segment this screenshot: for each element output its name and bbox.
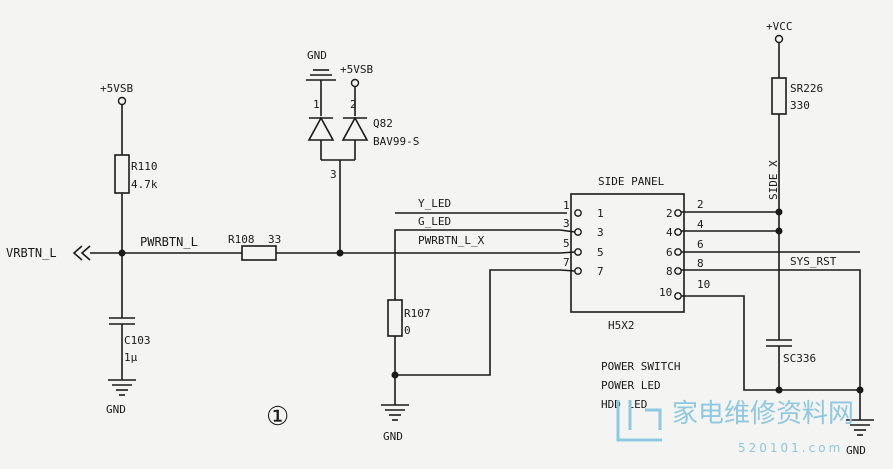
capacitor-c103: C103 1μ — [109, 317, 151, 380]
sr226-value: 330 — [790, 99, 810, 112]
pin-out-6: 6 — [697, 238, 704, 251]
r110-ref: R110 — [131, 160, 158, 173]
capacitor-sc336: SC336 — [766, 339, 816, 390]
junction-gnd-1 — [775, 386, 783, 394]
sys-rst-label: SYS_RST — [790, 255, 837, 268]
watermark-url: 520101.com — [738, 441, 843, 455]
ground-left: GND — [106, 379, 136, 416]
legend-hdd-led: HDD LED — [601, 398, 647, 411]
pin-out-8: 8 — [697, 257, 704, 270]
pin-in-10: 10 — [659, 286, 672, 299]
resistor-r107: R107 0 — [387, 299, 431, 405]
sr226-ref: SR226 — [790, 82, 823, 95]
g-led-wire — [394, 229, 560, 300]
vsb-left-source: +5VSB — [100, 82, 133, 155]
resistor-r110: R110 4.7k — [114, 154, 158, 194]
gnd-top-label: GND — [307, 49, 327, 62]
pin-out-1: 1 — [563, 199, 570, 212]
side-x-label: SIDE X — [767, 160, 780, 200]
r107-value: 0 — [404, 324, 411, 337]
q82-pin1: 1 — [313, 98, 320, 111]
watermark-text: 家电维修资料网 — [672, 399, 854, 429]
pin7-wire — [395, 269, 560, 376]
q82-pin3: 3 — [330, 168, 337, 181]
junction-pin4 — [775, 227, 783, 235]
c103-ref: C103 — [124, 334, 151, 347]
ground-right: GND — [846, 419, 874, 457]
pin-in-8: 8 — [666, 265, 673, 278]
junction-pin2 — [775, 208, 783, 216]
pin-out-10: 10 — [697, 278, 710, 291]
vrbtn-label: VRBTN_L — [6, 246, 57, 260]
q82-ref: Q82 — [373, 117, 393, 130]
q82-value: BAV99-S — [373, 135, 419, 148]
resistor-sr226: SR226 330 — [771, 77, 823, 115]
pin10-wire — [681, 295, 860, 391]
pin-out-3: 3 — [563, 217, 570, 230]
r107-ref: R107 — [404, 307, 431, 320]
pin-in-2: 2 — [666, 207, 673, 220]
pin-out-7: 7 — [563, 256, 570, 269]
pin-in-3: 3 — [597, 226, 604, 239]
figure-number: ① — [266, 402, 289, 432]
watermark: 家电维修资料网 520101.com — [616, 399, 854, 455]
resistor-r108: R108 33 — [228, 233, 281, 261]
connector-part: H5X2 — [608, 319, 635, 332]
vcc-source: +VCC — [766, 20, 793, 78]
pin-in-4: 4 — [666, 226, 673, 239]
pwrbtn-label: PWRBTN_L — [140, 235, 198, 249]
gnd-right-label: GND — [846, 444, 866, 457]
gnd-left-label: GND — [106, 403, 126, 416]
pin-in-5: 5 — [597, 246, 604, 259]
watermark-logo-icon — [616, 400, 662, 442]
legend-power-switch: POWER SWITCH — [601, 360, 680, 373]
vrbtn-input: VRBTN_L — [6, 245, 91, 261]
r108-value: 33 — [268, 233, 281, 246]
pwrbtn-x-label: PWRBTN_L_X — [418, 234, 485, 247]
c103-value: 1μ — [124, 351, 138, 364]
y-led-label: Y_LED — [418, 197, 451, 210]
legend-power-led: POWER LED — [601, 379, 661, 392]
pin-in-6: 6 — [666, 246, 673, 259]
q82-pin2: 2 — [350, 98, 357, 111]
ground-center: GND — [381, 404, 409, 443]
pin-in-1: 1 — [597, 207, 604, 220]
vsb-left-label: +5VSB — [100, 82, 133, 95]
legend: POWER SWITCH POWER LED HDD LED — [601, 360, 680, 411]
vsb-diode-label: +5VSB — [340, 63, 373, 76]
diode-q82: GND +5VSB 1 2 3 Q82 BAV99-S — [306, 49, 419, 253]
sc336-ref: SC336 — [783, 352, 816, 365]
r108-ref: R108 — [228, 233, 255, 246]
pin-in-7: 7 — [597, 265, 604, 278]
connector-title: SIDE PANEL — [598, 175, 665, 188]
vcc-label: +VCC — [766, 20, 793, 33]
r110-value: 4.7k — [131, 178, 158, 191]
g-led-label: G_LED — [418, 215, 451, 228]
pin-out-2: 2 — [697, 198, 704, 211]
pin-out-4: 4 — [697, 218, 704, 231]
pin-out-5: 5 — [563, 237, 570, 250]
gnd-center-label: GND — [383, 430, 403, 443]
sys-rst-wire — [681, 269, 861, 390]
connector-side-panel: SIDE PANEL H5X2 1 3 5 7 1 3 5 7 2 4 6 8 … — [559, 175, 710, 332]
